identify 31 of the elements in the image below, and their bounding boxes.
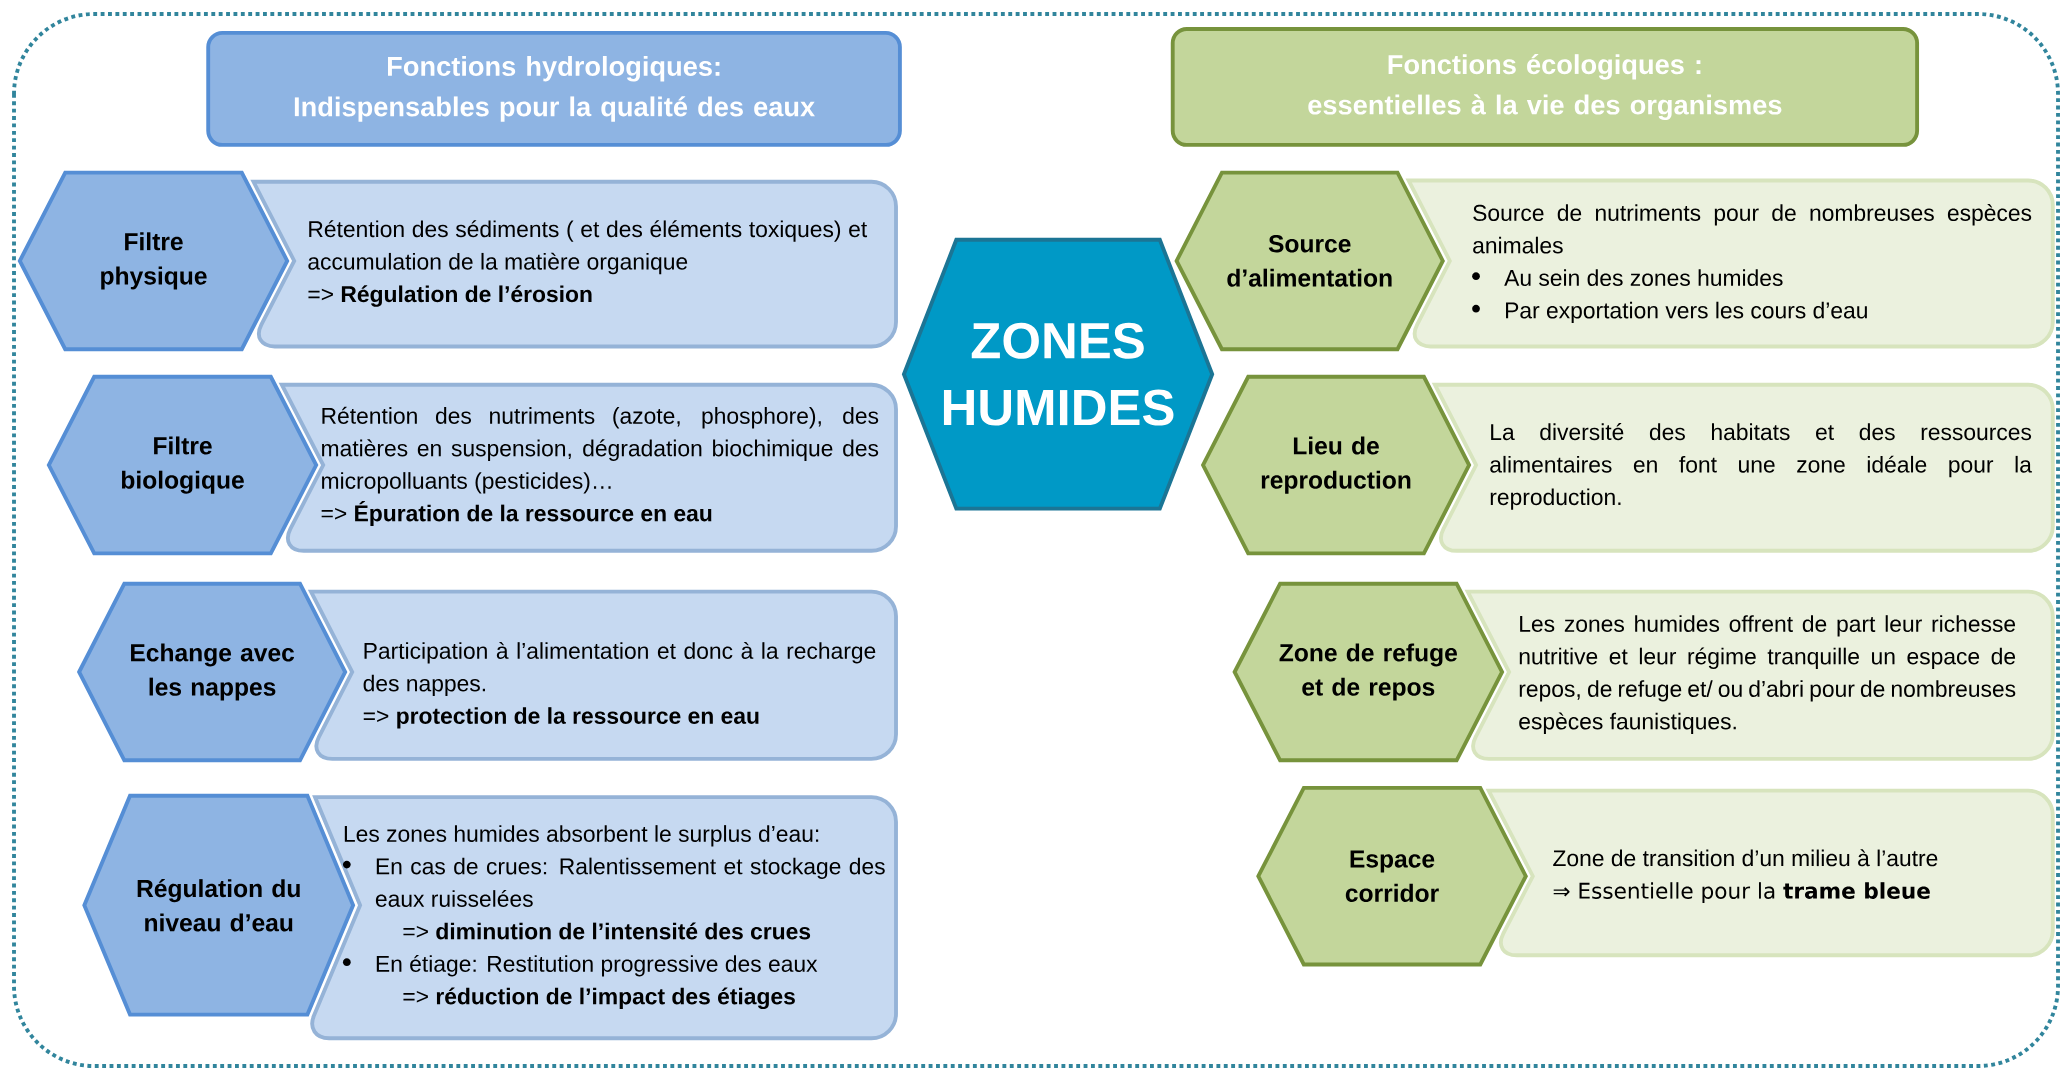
description-text: => protection de la ressource en eau: [363, 707, 759, 729]
hexagon: Filtre biologique: [46, 374, 319, 556]
result-text: => diminution de l’intensité des crues: [403, 922, 811, 940]
description-box: [251, 179, 898, 349]
description-text: Participation à l’alimentation et donc à la recharge des nappes.: [363, 641, 876, 696]
description-text: Source de nutriments pour de nombreuses espèces animales: [1473, 203, 2032, 254]
header-box: Fonctions écologiques : essentielles à la vie des organismes: [1170, 27, 1920, 147]
hexagon: Filtre physique: [17, 170, 290, 352]
description-box: [309, 589, 898, 761]
description-text: ⇒ Essentielle pour la trame bleue: [1553, 882, 1930, 904]
description-text: La diversité des habitats et des ressources alimentaires en font une zone idéale pour la reproduction.: [1490, 423, 2032, 510]
description-box: [1465, 589, 2055, 761]
bullet-item: Par exportation vers les cours d’eau: [1472, 301, 1867, 324]
hexagon: Zone de refuge et de repos: [1232, 581, 1505, 763]
center-hexagon: ZONES HUMIDES: [901, 237, 1215, 511]
description-box: [1432, 382, 2055, 553]
description-box: [1486, 788, 2055, 958]
description-text: Rétention des sédiments ( et des éléments toxiques) et accumulation de la matière organique: [308, 220, 868, 275]
bullet-item: Au sein des zones humides: [1472, 269, 1783, 286]
description-text: Zone de transition d’un milieu à l’autre: [1553, 849, 1938, 867]
hexagon: Espace corridor: [1256, 785, 1528, 967]
description-text: Rétention des nutriments (azote, phosphore), des matières en suspension, dégradation biochimique des micropolluants (pesticides)…: [322, 406, 879, 494]
result-text: => réduction de l’impact des étiages: [403, 987, 795, 1010]
header-box: Fonctions hydrologiques: Indispensables pour la qualité des eaux: [206, 30, 902, 147]
description-text: => Régulation de l’érosion: [308, 285, 592, 307]
description-box: [279, 382, 898, 553]
description-text: => Épuration de la ressource en eau: [321, 500, 712, 526]
description-box: [1406, 178, 2055, 349]
hexagon: Source d’alimentation: [1174, 170, 1445, 352]
description-text: Les zones humides offrent de part leur richesse nutritive et leur régime tranquille un espace de repos, de refuge et/ ou d’abri pour de nombreuses espèces faunistiques.: [1519, 615, 2016, 734]
description-box: [310, 795, 898, 1041]
